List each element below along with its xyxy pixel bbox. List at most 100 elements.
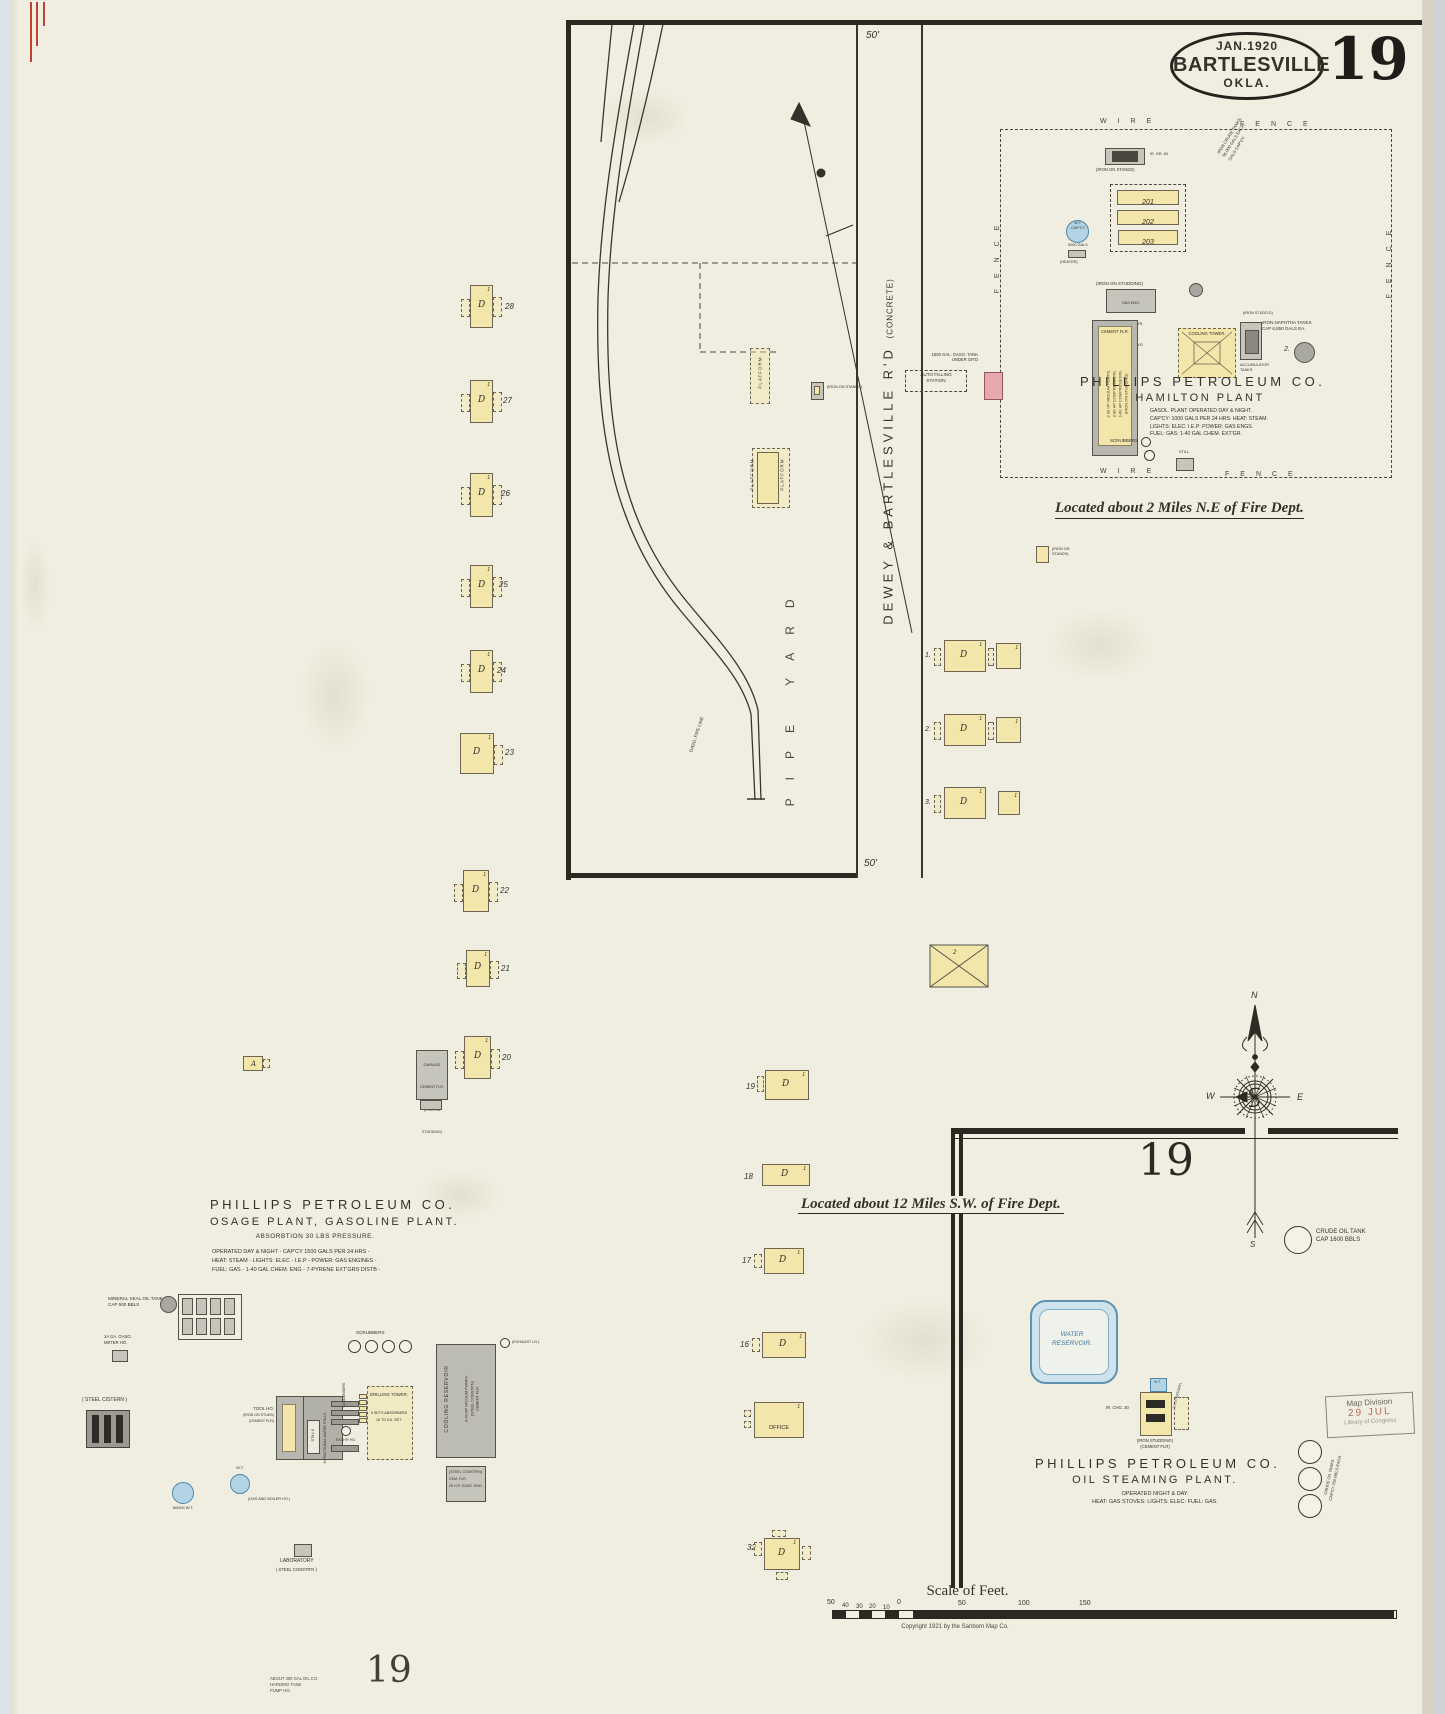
mineral-oil-tank [160, 1296, 177, 1313]
paper-right-band [1422, 0, 1435, 1714]
story-mark: 1 [1015, 719, 1018, 725]
gas-tank-line: 1500 GAL. GASO. TANK [931, 352, 978, 357]
compass-n: N [1251, 990, 1258, 1000]
tool-house-interior [282, 1404, 296, 1452]
charge-note: IR. CHG. 30 [1106, 1405, 1129, 1410]
scrubber-tank [399, 1340, 412, 1353]
title-state: OKLA. [1223, 76, 1271, 90]
tank-number: 202 [1142, 219, 1154, 226]
cistern-line: 25 H.P. GASO. ENG. [449, 1484, 483, 1488]
platform-label: PLATFORM [757, 356, 763, 389]
paper-stain [20, 540, 50, 630]
fence-label-wire: WIRE [1100, 118, 1163, 125]
foundation-line: (IRON STUDDING) [1136, 1438, 1174, 1443]
story-mark: 1 [487, 567, 490, 573]
border-se-top [1268, 1128, 1398, 1134]
dwelling-letter: D [478, 488, 486, 498]
steel-cistern-south: (STEEL CONSTR'N) CEM. FLR. 25 H.P. GASO.… [446, 1466, 486, 1502]
cooling-reservoir [436, 1344, 496, 1458]
porch [754, 1254, 762, 1268]
dwelling-letter: D [779, 1339, 787, 1349]
still-label: STILL [1179, 450, 1190, 454]
platform-label: PLATFORM [749, 458, 755, 491]
tool-house-note: TOOL HO. (IRON ON STUDS) (CEMENT FLR) [240, 1406, 274, 1424]
story-mark: 1 [797, 1404, 800, 1410]
house-number: 21 [501, 964, 510, 973]
story-mark: 1 [803, 1166, 806, 1172]
red-registration-mark [43, 2, 45, 26]
crude-oil-tank [1284, 1226, 1312, 1254]
compressor-building-interior [1098, 326, 1132, 446]
cooling-reservoir-label: COOLING RESERVOIR [444, 1365, 451, 1433]
steel-cistern-west [86, 1410, 130, 1448]
scale-segment [859, 1611, 872, 1618]
tank-stack [359, 1394, 367, 1399]
detail-line: FUEL: GAS - 1-40 GAL CHEM. ENG - 7-PYREN… [212, 1266, 381, 1273]
porch [461, 394, 470, 412]
power-house-line: GAS ENG. [1121, 301, 1141, 305]
story-mark: 1 [1014, 793, 1017, 799]
porch [493, 485, 502, 505]
dwelling-letter: D [478, 665, 486, 675]
scrubber-tank [365, 1340, 378, 1353]
story-mark: 1 [487, 652, 490, 658]
porch [934, 648, 941, 666]
scale-bar [832, 1610, 1397, 1619]
road-name: DEWEY & BARTLESVILLE R'D [880, 346, 896, 625]
hamilton-details: GASOL. PLANT OPERATED DAY & NIGHT. CAP'C… [1150, 408, 1268, 439]
house-number: 23 [505, 748, 514, 757]
lot-number: 3. [925, 799, 931, 806]
fence-label-left: FENCE [993, 214, 1001, 294]
steaming-building [1140, 1392, 1172, 1436]
scale-tick: 100 [1018, 1600, 1030, 1607]
laboratory-label: LABORATORY [280, 1558, 314, 1564]
house-number: 22 [500, 886, 509, 895]
story-mark: 1 [793, 1540, 796, 1546]
house-number: 26 [501, 489, 510, 498]
tank-cell [224, 1318, 235, 1335]
detail-line: OPERATED NIGHT & DAY. [1121, 1491, 1189, 1497]
porch [752, 1338, 760, 1352]
road-edge-left [856, 25, 858, 878]
detail-line: OPERATED DAY & NIGHT - CAP'CY 1500 GALS … [212, 1249, 370, 1255]
fence-label-fence: FENCE [1240, 121, 1319, 128]
house-number: 28 [505, 302, 514, 311]
cooling-tower-braces [1181, 331, 1233, 375]
scrubber-tank [382, 1340, 395, 1353]
dwelling-letter: D [960, 797, 968, 807]
dwelling-letter: D [782, 1079, 790, 1089]
foundation-note: (IRON STUDDING)(CEMENT FLR) [1120, 1438, 1190, 1450]
detail-line: HEAT: GAS STOVES: LIGHTS: ELEC: FUEL: GA… [1092, 1499, 1218, 1506]
absorbers-line: 16 TO EA. SET. [376, 1418, 402, 1422]
border-left [566, 20, 571, 880]
house-number: 27 [503, 396, 512, 405]
porch [493, 577, 502, 597]
tool-line: TOOL HO. [253, 1406, 274, 1411]
tank-stack [359, 1412, 367, 1417]
scan-right-edge [1435, 0, 1445, 1714]
lot-number: 2. [925, 726, 931, 733]
detail-line: HEAT: STEAM - LIGHTS: ELEC - I.E.P - POW… [212, 1257, 377, 1264]
scale-house [757, 452, 779, 504]
garage-annex [420, 1100, 442, 1110]
osage-title: PHILLIPS PETROLEUM CO. [210, 1197, 456, 1212]
porch [988, 722, 994, 740]
stills-cell [307, 1420, 320, 1454]
mineral-line: CAP 500 BBLS [108, 1302, 140, 1308]
drilling-tower: DRILLING TOWER. 5 SETS ABSORBERS 16 TO E… [367, 1386, 413, 1460]
distance-line: HARDING TANK [270, 1681, 302, 1687]
dwelling-letter: D [472, 885, 480, 895]
reservoir-line: 6-40 HP VACUUM PUMPS. [464, 1375, 469, 1422]
building-letter: A [251, 1060, 257, 1068]
office-label: OFFICE [768, 1425, 790, 1431]
